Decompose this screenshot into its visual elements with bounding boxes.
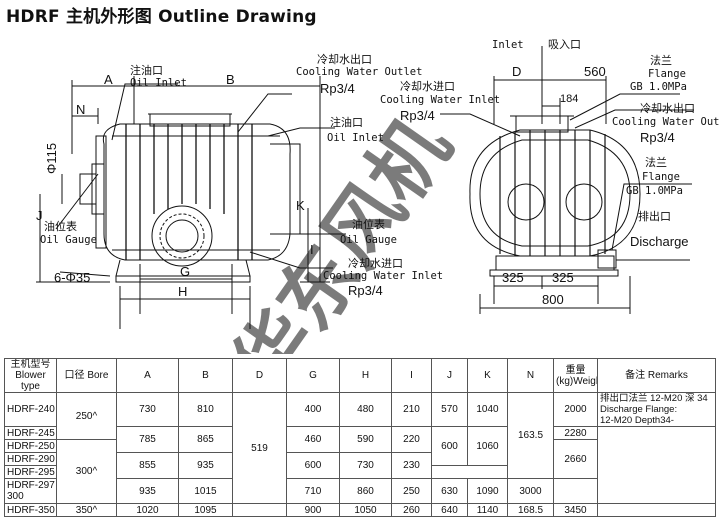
flange-top-en: Flange xyxy=(648,68,686,80)
col-j: J xyxy=(431,358,468,393)
oil-gauge-left-en: Oil Gauge xyxy=(40,234,97,246)
dim-184: 184 xyxy=(560,93,578,105)
oil-inlet-top-en: Oil Inlet xyxy=(130,77,187,89)
inlet-cn: 吸入口 xyxy=(548,38,581,51)
table-row: HDRF-290 855 935 600 730 230 xyxy=(4,452,716,479)
dim-h: H xyxy=(178,284,187,299)
side-cooling-out-cn: 冷却水出口 xyxy=(640,101,695,115)
side-cooling-out-en: Cooling Water Outlet xyxy=(612,116,720,128)
cooling-out-size: Rp3/4 xyxy=(320,81,355,96)
oil-gauge-left-cn: 油位表 xyxy=(44,219,77,233)
flange-side-en: Flange xyxy=(642,171,680,183)
dim-i: I xyxy=(310,242,314,257)
flange-side-cn: 法兰 xyxy=(645,155,667,169)
dim-a: A xyxy=(104,72,113,87)
oil-inlet-right-en: Oil Inlet xyxy=(327,132,384,144)
flange-top-cn: 法兰 xyxy=(650,53,672,67)
dim-b: B xyxy=(226,72,235,87)
side-cooling-in-size: Rp3/4 xyxy=(400,108,435,123)
oil-gauge-right-cn: 油位表 xyxy=(352,217,385,231)
cooling-in-en: Cooling Water Inlet xyxy=(323,270,443,282)
oil-inlet-top-cn: 注油口 xyxy=(130,63,163,77)
table-row: HDRF-250 300^ 2660 xyxy=(4,439,716,504)
dim-d: D xyxy=(512,64,521,79)
mounting-holes: 6-Φ35 xyxy=(54,270,90,285)
table-row: HDRF-350 350^ 1020 1095 900 1050 260 640… xyxy=(4,503,716,517)
table-row: HDRF-245 785 865 460 590 220 600 1060 22… xyxy=(4,426,716,504)
cooling-in-size: Rp3/4 xyxy=(348,283,383,298)
side-cooling-in-en: Cooling Water Inlet xyxy=(380,94,500,106)
oil-gauge-right-en: Oil Gauge xyxy=(340,234,397,246)
col-k: K xyxy=(467,358,508,393)
dim-325-right: 325 xyxy=(552,270,574,285)
dim-560: 560 xyxy=(584,64,606,79)
dim-g: G xyxy=(180,264,190,279)
oil-inlet-right-cn: 注油口 xyxy=(330,115,363,129)
flange-side-spec: GB 1.0MPa xyxy=(626,185,683,197)
col-remarks: 备注 Remarks xyxy=(597,358,716,393)
flange-top-spec: GB 1.0MPa xyxy=(630,81,687,93)
side-cooling-in-cn: 冷却水进口 xyxy=(400,80,455,93)
col-n: N xyxy=(507,358,554,393)
col-a: A xyxy=(116,358,179,393)
cooling-out-en: Cooling Water Outlet xyxy=(296,66,422,78)
col-i: I xyxy=(391,358,432,393)
col-h: H xyxy=(339,358,392,393)
inlet-en: Inlet xyxy=(492,39,524,51)
col-d: D xyxy=(232,358,287,393)
discharge-en: Discharge xyxy=(630,234,689,249)
dim-800: 800 xyxy=(542,292,564,307)
col-b: B xyxy=(178,358,233,393)
col-weight: 重量 (kg)Weight xyxy=(553,358,598,393)
cooling-in-cn: 冷却水进口 xyxy=(348,257,403,270)
col-g: G xyxy=(286,358,340,393)
dim-325-left: 325 xyxy=(502,270,524,285)
page-title: HDRF 主机外形图 Outline Drawing xyxy=(6,7,317,27)
outline-drawing: 华东风机 xyxy=(36,38,720,354)
discharge-cn: 排出口 xyxy=(638,209,671,223)
dim-k: K xyxy=(296,198,305,213)
cooling-out-cn: 冷却水出口 xyxy=(317,52,372,66)
dim-phi115: Φ115 xyxy=(44,143,59,174)
side-cooling-out-size: Rp3/4 xyxy=(640,130,675,145)
dim-n: N xyxy=(76,102,85,117)
dim-j: J xyxy=(36,208,43,223)
col-bore: 口径 Bore xyxy=(56,358,117,393)
